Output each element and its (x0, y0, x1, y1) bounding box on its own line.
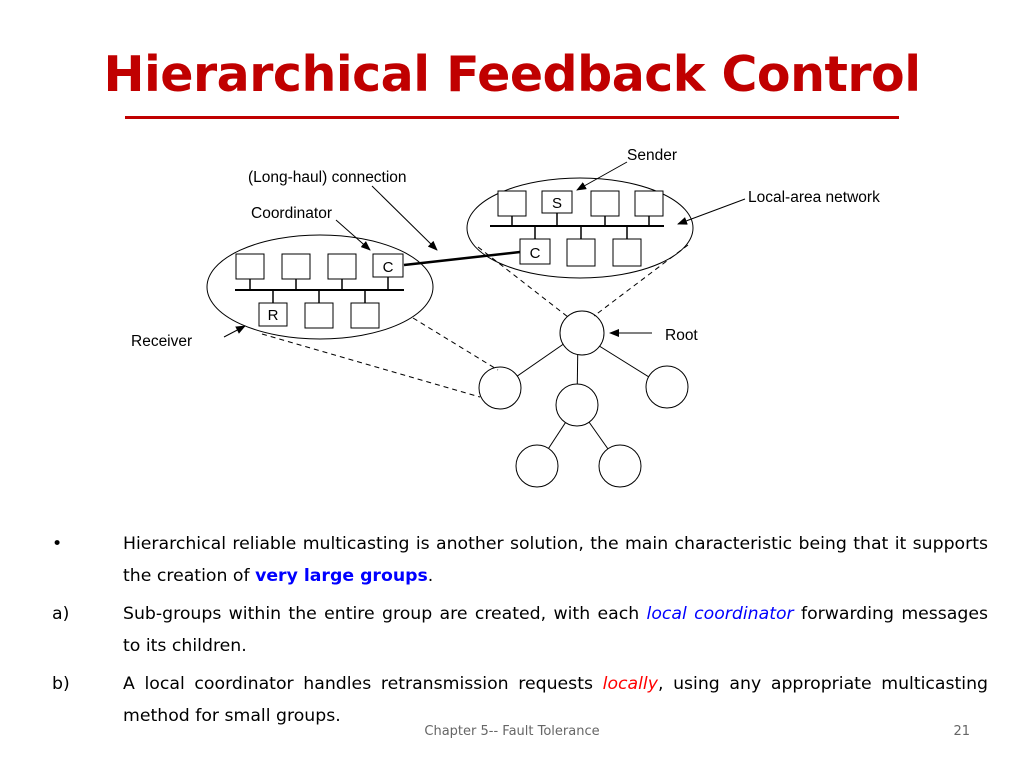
root-label: Root (665, 327, 698, 344)
root-node (559, 310, 605, 356)
long-haul-link (403, 250, 521, 267)
bullet-text: A local coordinator handles retransmissi… (123, 674, 603, 694)
receiver-box-letter: R (268, 307, 279, 324)
local-area-network-label: Local-area network (748, 189, 880, 206)
sender-label: Sender (627, 147, 677, 164)
left-lan-group (206, 234, 434, 340)
bullet-text-end: . (427, 566, 434, 586)
slide-title: Hierarchical Feedback Control (103, 46, 921, 103)
multicast-hierarchy-diagram: S C C R (131, 147, 880, 488)
left-coordinator-box-letter: C (383, 259, 394, 276)
title-underline (125, 116, 899, 119)
connection-label: (Long-haul) connection (248, 169, 407, 186)
footer-chapter: Chapter 5-- Fault Tolerance (424, 724, 600, 739)
bullet-highlight: very large groups (255, 566, 428, 586)
left-lan-top-hosts (235, 253, 404, 280)
bullet-highlight: locally (602, 674, 658, 694)
page-number: 21 (953, 724, 970, 739)
bullet-list: • Hierarchical reliable multicasting is a… (52, 528, 988, 738)
right-lan-bottom-hosts (519, 238, 642, 267)
bullet-text-end: , using any appropriate multicasting met… (123, 674, 988, 726)
receiver-label: Receiver (131, 333, 192, 350)
bullet-text-end: forwarding messages to its children. (123, 604, 988, 656)
bullet-marker: • (52, 534, 63, 554)
tree-nodes (478, 310, 689, 488)
sender-box-letter: S (552, 195, 562, 212)
bullet-marker: a) (52, 604, 70, 624)
bullet-text: Hierarchical reliable multicasting is an… (123, 534, 988, 586)
bullet-text: Sub-groups within the entire group are c… (123, 604, 647, 624)
coordinator-label: Coordinator (251, 205, 332, 222)
right-lan-group (466, 177, 694, 279)
bullet-item: • Hierarchical reliable multicasting is a… (52, 528, 988, 592)
bullet-highlight: local coordinator (646, 604, 794, 624)
right-coordinator-box-letter: C (530, 245, 541, 262)
bullet-item: b) A local coordinator handles retransmis… (52, 668, 988, 732)
left-lan-bottom-hosts (258, 302, 380, 329)
bullet-item: a) Sub-groups within the entire group are… (52, 598, 988, 662)
right-lan-top-hosts (497, 190, 664, 217)
bullet-marker: b) (52, 674, 70, 694)
projection-lines (261, 244, 689, 398)
